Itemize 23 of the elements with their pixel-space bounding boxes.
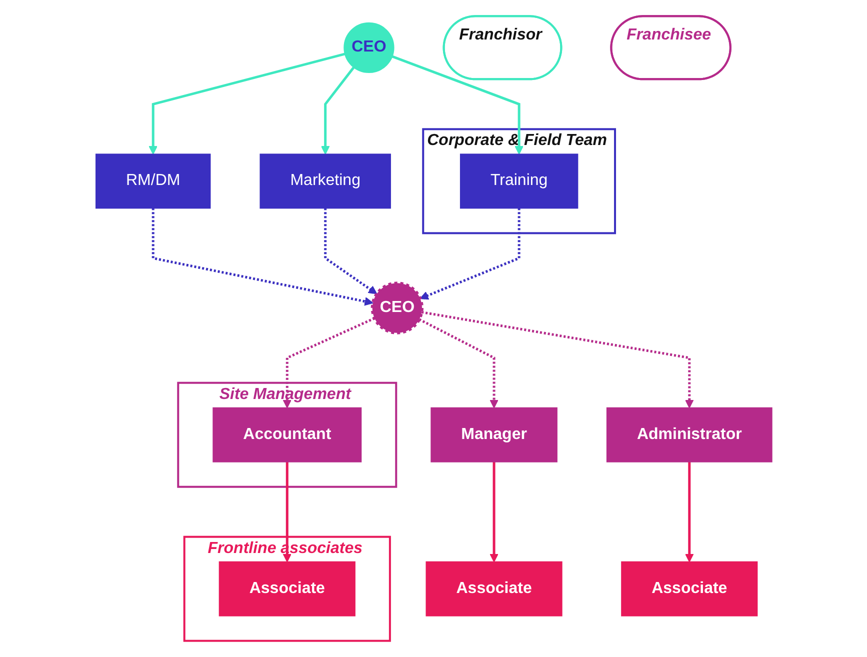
node-box: Administrator: [606, 407, 772, 462]
arrow: [418, 318, 498, 408]
node-circle: CEO: [370, 282, 424, 334]
arrow: [391, 55, 524, 155]
node-box: Marketing: [259, 154, 391, 209]
arrow: [320, 66, 354, 155]
arrow: [421, 310, 694, 408]
arrow: [419, 208, 520, 300]
node-box: Associate: [620, 561, 758, 616]
arrow: [148, 52, 345, 155]
node-circle: CEO: [343, 22, 394, 73]
node-box: RM/DM: [95, 154, 210, 209]
arrow: [489, 462, 498, 562]
arrow: [151, 208, 373, 306]
node-box: Accountant: [212, 407, 362, 462]
arrow: [324, 208, 377, 294]
node-box: Associate: [218, 561, 356, 616]
arrow: [282, 317, 375, 408]
node-box: Manager: [430, 407, 558, 462]
node-box: Associate: [425, 561, 562, 616]
arrow: [282, 462, 292, 562]
arrow: [684, 462, 694, 562]
node-box: Training: [460, 154, 578, 209]
